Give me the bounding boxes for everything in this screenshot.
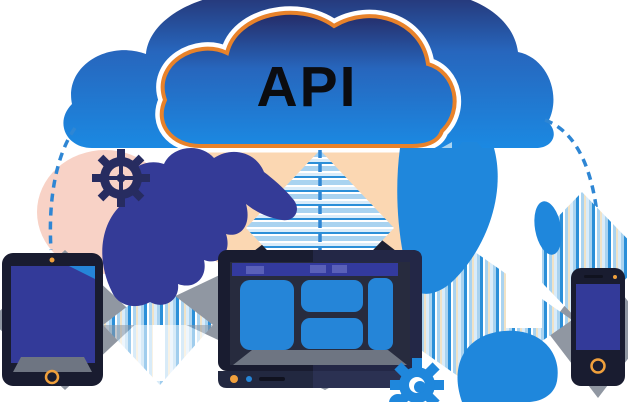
taskbar-dash (259, 377, 285, 381)
pointing-arm-right (397, 148, 498, 294)
dashed-arc-left (48, 126, 77, 251)
phone-speaker (584, 275, 603, 278)
tablet-home-button (44, 369, 60, 385)
tablet-screen-fold (69, 266, 95, 279)
white-gap-bar (506, 148, 542, 328)
finger-blob-right (534, 201, 562, 255)
dashed-arc-right (544, 118, 602, 267)
power-dot-orange (230, 375, 238, 383)
gear-blue-small-icon (389, 394, 407, 402)
tablet-screen (11, 266, 95, 363)
tablet-stand-reflection (13, 357, 92, 372)
monitor-stand-reflection (233, 350, 407, 365)
gear-dark-icon (92, 149, 150, 207)
api-label: API (256, 55, 357, 119)
phone-home-button (590, 358, 606, 374)
power-dot-blue (246, 376, 252, 382)
smartphone (571, 268, 625, 386)
phone-camera-dot (613, 275, 617, 279)
tablet-camera-dot (49, 257, 55, 263)
tablet (2, 253, 103, 386)
monitor-header-tabs (246, 265, 347, 274)
hand-bottom (457, 330, 558, 402)
api-cloud (159, 10, 457, 148)
monitor (218, 250, 422, 388)
phone-screen (576, 284, 620, 350)
monitor-screen-content (240, 278, 393, 350)
pointing-hand-left (102, 147, 297, 307)
